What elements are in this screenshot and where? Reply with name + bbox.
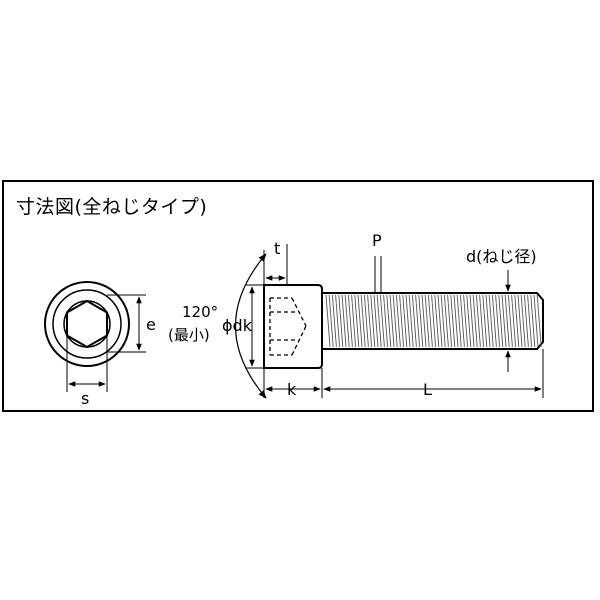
thread-line (517, 294, 523, 348)
thread-line (360, 294, 366, 348)
thread-line (488, 294, 494, 348)
thread-line (491, 294, 497, 348)
bolt-side-view (263, 284, 544, 398)
thread-line (405, 294, 411, 348)
thread-line (395, 294, 401, 348)
thread-line (485, 294, 491, 348)
thread-line (498, 294, 504, 348)
thread-line (501, 294, 507, 348)
thread-line (479, 294, 485, 348)
thread-line (354, 294, 360, 348)
p-dimension (374, 256, 382, 293)
head-angle-arc (234, 253, 267, 399)
thread-line (466, 294, 472, 348)
thread-line (338, 294, 344, 348)
head-outer-circle (44, 281, 130, 367)
thread-line (363, 294, 369, 348)
thread-line (424, 294, 430, 348)
thread-line (437, 294, 443, 348)
label-dk: ϕdk (222, 316, 253, 335)
label-angle-note: (最小) (168, 326, 210, 344)
thread-line (523, 294, 529, 348)
thread-line (376, 294, 382, 348)
thread-line (328, 294, 334, 348)
thread-line (379, 294, 385, 348)
thread-line (469, 294, 475, 348)
thread-line (325, 294, 331, 348)
thread-line (344, 294, 350, 348)
thread-line (434, 294, 440, 348)
thread-line (357, 294, 363, 348)
thread-lines (325, 294, 542, 348)
thread-line (482, 294, 488, 348)
thread-line (418, 294, 424, 348)
thread-line (415, 294, 421, 348)
thread-line (386, 294, 392, 348)
label-e: e (146, 315, 156, 334)
label-L: L (423, 380, 432, 399)
thread-line (389, 294, 395, 348)
threaded-shank (322, 292, 544, 350)
thread-line (347, 294, 353, 348)
thread-line (331, 294, 337, 348)
label-t: t (274, 239, 280, 258)
label-k: k (287, 380, 297, 399)
thread-line (511, 294, 517, 348)
thread-line (533, 294, 539, 348)
thread-line (536, 294, 542, 348)
shank-outline (322, 292, 544, 350)
label-P: P (372, 231, 382, 250)
thread-line (392, 294, 398, 348)
thread-line (373, 294, 379, 348)
label-angle: 120° (182, 303, 218, 321)
thread-line (456, 294, 462, 348)
head-end-view (44, 281, 146, 392)
k-L-dimension (263, 368, 542, 398)
dk-dimension (246, 284, 264, 369)
thread-line (370, 294, 376, 348)
thread-line (351, 294, 357, 348)
thread-line (335, 294, 341, 348)
thread-line (408, 294, 414, 348)
t-dimension (263, 244, 288, 285)
thread-line (402, 294, 408, 348)
head-inner-circle (52, 289, 122, 359)
thread-line (421, 294, 427, 348)
thread-line (530, 294, 536, 348)
thread-line (527, 294, 533, 348)
thread-line (399, 294, 405, 348)
thread-line (514, 294, 520, 348)
thread-line (504, 294, 510, 348)
thread-line (383, 294, 389, 348)
hex-socket (66, 299, 108, 349)
thread-line (443, 294, 449, 348)
thread-line (507, 294, 513, 348)
thread-line (450, 294, 456, 348)
thread-line (495, 294, 501, 348)
thread-line (427, 294, 433, 348)
label-d: d(ねじ径) (466, 247, 537, 266)
thread-line (367, 294, 373, 348)
thread-line (411, 294, 417, 348)
label-s: s (81, 389, 89, 408)
socket-hidden-lines (269, 297, 307, 356)
thread-line (472, 294, 478, 348)
thread-line (447, 294, 453, 348)
thread-line (463, 294, 469, 348)
diagram-title: 寸法図(全ねじタイプ) (16, 196, 208, 218)
thread-line (459, 294, 465, 348)
thread-line (341, 294, 347, 348)
thread-line (475, 294, 481, 348)
socket-bore-circle (63, 300, 111, 348)
thread-line (520, 294, 526, 348)
thread-line (431, 294, 437, 348)
thread-line (453, 294, 459, 348)
thread-line (440, 294, 446, 348)
bolt-head (263, 284, 323, 369)
